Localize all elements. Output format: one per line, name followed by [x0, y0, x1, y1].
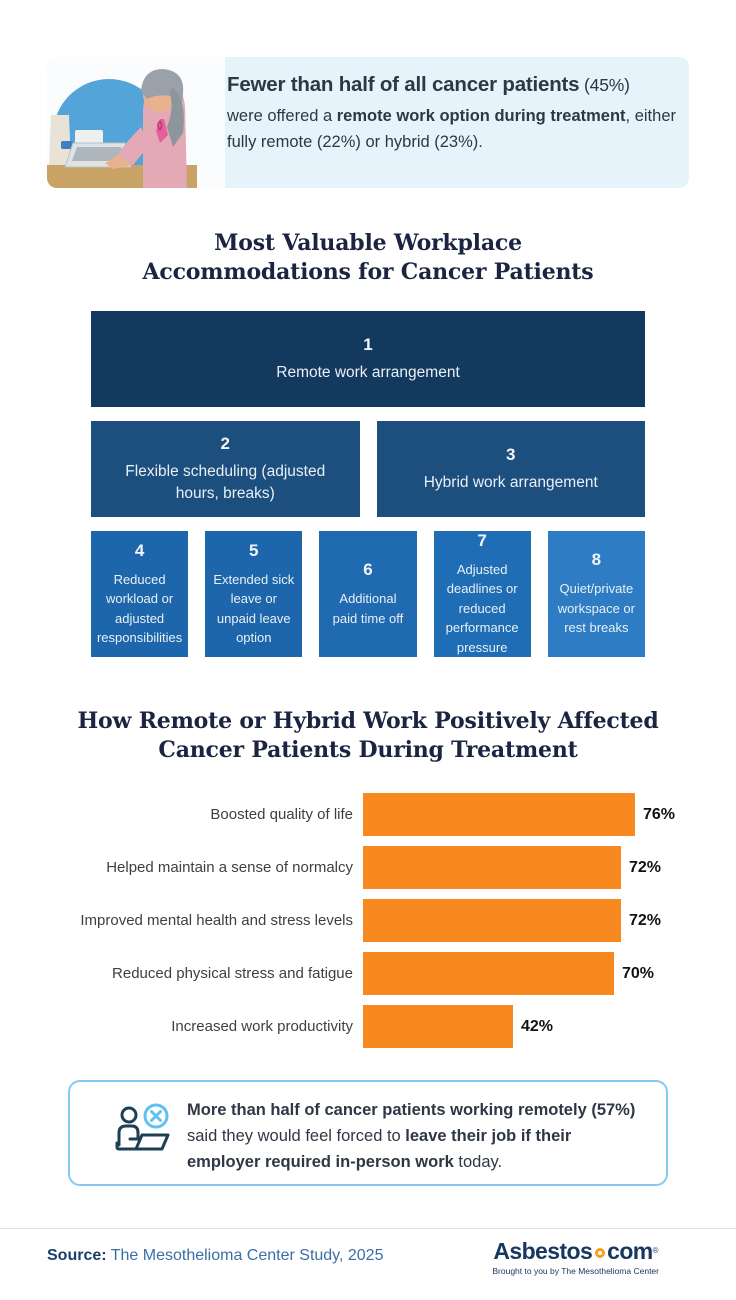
treemap-title-line1: Most Valuable Workplace: [214, 230, 522, 256]
registered-mark: ®: [652, 1246, 659, 1255]
bar-row: Increased work productivity 42%: [45, 1005, 695, 1048]
hero-headline-bold: Fewer than half of all cancer patients: [227, 73, 580, 96]
bar-row: Reduced physical stress and fatigue 70%: [45, 952, 695, 995]
callout-seg2: said they would feel forced to: [187, 1127, 406, 1146]
bar-label: Increased work productivity: [171, 1018, 353, 1035]
block-rank: 5: [249, 540, 259, 560]
treemap-block-6: 6 Additional paid time off: [319, 531, 417, 657]
bar-label: Helped maintain a sense of normalcy: [106, 859, 353, 876]
bar: [363, 846, 621, 889]
treemap-block-1: 1 Remote work arrangement: [91, 311, 645, 407]
logo-wordmark: Asbestos com®: [492, 1238, 659, 1265]
bar-chart-title-line2: Cancer Patients During Treatment: [158, 736, 578, 763]
logo-tagline: Brought to you by The Mesothelioma Cente…: [492, 1266, 659, 1276]
bar-row: Boosted quality of life 76%: [45, 793, 695, 836]
treemap-block-8: 8 Quiet/private workspace or rest breaks: [547, 531, 645, 657]
bar-value: 70%: [622, 964, 655, 982]
callout-text: More than half of cancer patients workin…: [187, 1097, 647, 1175]
hero-text: Fewer than half of all cancer patients (…: [227, 73, 689, 155]
hero-headline-percent: (45%): [579, 75, 630, 95]
person-laptop-x-icon: [112, 1103, 174, 1165]
impact-bar-chart: Boosted quality of life 76% Helped maint…: [45, 793, 695, 1058]
block-label: Extended sick leave or unpaid leave opti…: [213, 571, 295, 646]
logo-com-text: com: [607, 1238, 653, 1264]
bar-label: Improved mental health and stress levels: [80, 912, 353, 929]
block-label: Remote work arrangement: [276, 363, 460, 381]
bar-chart-title-line1: How Remote or Hybrid Work Positively Aff…: [77, 708, 659, 734]
hero-callout: Fewer than half of all cancer patients (…: [47, 57, 689, 188]
treemap-title: Most Valuable Workplace Accommodations f…: [0, 229, 736, 286]
footer-divider: [0, 1228, 736, 1229]
accommodations-treemap: 1 Remote work arrangement 2 Flexible sch…: [91, 311, 645, 671]
bar-value: 72%: [629, 858, 662, 876]
bar-label: Reduced physical stress and fatigue: [112, 965, 353, 982]
block-rank: 6: [363, 560, 373, 579]
bar-label: Boosted quality of life: [210, 806, 353, 823]
block-rank: 8: [591, 550, 602, 570]
bar: [363, 793, 635, 836]
source-line: Source: The Mesothelioma Center Study, 2…: [47, 1247, 383, 1265]
bar-row: Helped maintain a sense of normalcy 72%: [45, 846, 695, 889]
callout-seg3: leave their job if their employer requir…: [187, 1127, 572, 1172]
bar-value: 76%: [643, 805, 676, 823]
block-rank: 4: [134, 540, 145, 560]
bar-chart-title: How Remote or Hybrid Work Positively Aff…: [0, 707, 736, 764]
block-label: Hybrid work arrangement: [423, 473, 598, 491]
block-rank: 3: [506, 444, 516, 464]
bar: [363, 899, 621, 942]
bar: [363, 952, 614, 995]
callout-seg1: More than half of cancer patients workin…: [187, 1101, 636, 1119]
hero-headline: Fewer than half of all cancer patients (…: [227, 73, 689, 97]
callout-seg4: today.: [453, 1153, 503, 1172]
treemap-block-3: 3 Hybrid work arrangement: [376, 421, 645, 517]
block-rank: 7: [477, 530, 487, 550]
bar: [363, 1005, 513, 1048]
hero-body-seg1: were offered a: [227, 107, 337, 125]
hero-body-seg2: remote work option during treatment: [336, 107, 626, 125]
block-label: Quiet/private workspace or rest breaks: [557, 581, 635, 636]
bar-row: Improved mental health and stress levels…: [45, 899, 695, 942]
block-rank: 1: [363, 334, 373, 354]
treemap-block-2: 2 Flexible scheduling (adjusted hours, b…: [91, 421, 360, 517]
block-label: Flexible scheduling (adjusted hours, bre…: [125, 462, 326, 502]
treemap-block-4: 4 Reduced workload or adjusted responsib…: [91, 531, 189, 657]
source-label: Source:: [47, 1247, 107, 1264]
remote-work-callout: More than half of cancer patients workin…: [68, 1080, 668, 1186]
block-label: Additional paid time off: [332, 591, 404, 626]
woman-laptop-photo: [47, 57, 225, 188]
hero-body-seg3: , either fully remote (22%) or hybrid (2…: [227, 107, 676, 151]
bar-value: 72%: [629, 911, 662, 929]
hero-body: were offered a remote work option during…: [227, 104, 689, 155]
treemap-block-5: 5 Extended sick leave or unpaid leave op…: [205, 531, 303, 657]
treemap-title-line2: Accommodations for Cancer Patients: [142, 258, 594, 285]
logo-asbestos-text: Asbestos: [493, 1238, 593, 1264]
treemap-block-7: 7 Adjusted deadlines or reduced performa…: [433, 530, 531, 657]
block-label: Adjusted deadlines or reduced performanc…: [445, 561, 519, 655]
block-label: Reduced workload or adjusted responsibil…: [96, 571, 183, 646]
bar-value: 42%: [521, 1017, 554, 1035]
asbestos-com-logo: Asbestos com® Brought to you by The Mesot…: [492, 1238, 659, 1276]
source-text: The Mesothelioma Center Study, 2025: [106, 1247, 384, 1264]
block-rank: 2: [220, 433, 230, 453]
logo-orange-dot-icon: [595, 1248, 606, 1258]
